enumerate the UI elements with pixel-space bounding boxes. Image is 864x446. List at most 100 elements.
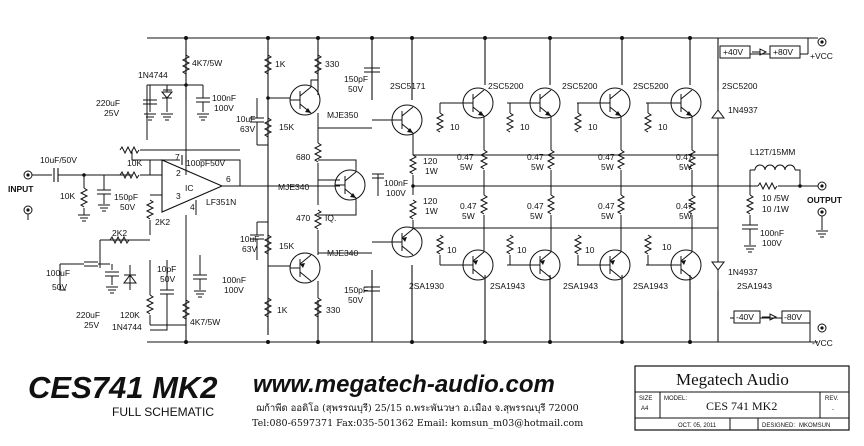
contact: Tel:080-6597371 Fax:035-501362 Email: ko… bbox=[252, 418, 583, 429]
lower-left-network bbox=[59, 199, 207, 331]
label-2sc5200-b: 2SC5200 bbox=[562, 81, 598, 91]
label-680: 680 bbox=[296, 152, 310, 162]
label-c10u-top-val: 10uF bbox=[236, 114, 255, 124]
label-diode-top: 1N4937 bbox=[728, 105, 758, 115]
label-output: OUTPUT bbox=[807, 195, 843, 205]
label-c10u-bot-v: 63V bbox=[242, 244, 257, 254]
tb-rev-label: REV. bbox=[825, 396, 839, 402]
label-047-lc: 0.47 bbox=[598, 201, 615, 211]
label-c100n-bot-val: 100nF bbox=[222, 275, 246, 285]
label-c100u-val: 100uF bbox=[46, 268, 70, 278]
label-c10u-bot-val: 10uF bbox=[240, 234, 259, 244]
label-r10-c: 10 bbox=[588, 122, 598, 132]
label-r10-5w: 10 /5W bbox=[762, 193, 789, 203]
label-047-ud: 0.47 bbox=[676, 152, 693, 162]
tb-size-label: SIZE bbox=[639, 396, 652, 402]
label-047-lb: 0.47 bbox=[527, 201, 544, 211]
label-5w-uc: 5W bbox=[601, 162, 614, 172]
model-title: CES741 MK2 bbox=[28, 370, 218, 405]
supply-rails bbox=[147, 36, 818, 344]
output-stage bbox=[372, 104, 750, 258]
label-minus-vcc: -VCC bbox=[812, 338, 833, 348]
label-2sa1943-b: 2SA1943 bbox=[563, 281, 598, 291]
output-network bbox=[742, 164, 829, 253]
label-470: 470 bbox=[296, 213, 310, 223]
label-ic-pin6: 6 bbox=[226, 174, 231, 184]
label-ic-pin7: 7 bbox=[175, 152, 180, 162]
label-c100n-out-v: 100V bbox=[762, 238, 782, 248]
label-330-top: 330 bbox=[325, 59, 339, 69]
label-c100n-top-v: 100V bbox=[214, 103, 234, 113]
label-r10-b: 10 bbox=[520, 122, 530, 132]
label-10k-fb: 10K bbox=[127, 158, 142, 168]
label-2sa1930: 2SA1930 bbox=[409, 281, 444, 291]
label-plus80: +80V bbox=[773, 47, 793, 57]
label-c100n-top-val: 100nF bbox=[212, 93, 236, 103]
label-2k2-a: 2K2 bbox=[155, 217, 170, 227]
label-c150p-top-val: 150pF bbox=[344, 74, 368, 84]
label-330-bot: 330 bbox=[326, 305, 340, 315]
label-2sa1943-c: 2SA1943 bbox=[633, 281, 668, 291]
input-stage bbox=[23, 168, 162, 222]
label-c10u50-in: 10uF/50V bbox=[40, 155, 77, 165]
label-c150p-bot-val: 150pF bbox=[344, 285, 368, 295]
label-c100u-v: 50V bbox=[52, 282, 67, 292]
label-5w-lb: 5W bbox=[530, 211, 543, 221]
upper-output-transistors bbox=[436, 87, 725, 186]
supply-labels bbox=[719, 37, 827, 333]
label-5w-lc: 5W bbox=[601, 211, 614, 221]
label-zener-top: 1N4744 bbox=[138, 70, 168, 80]
label-ic-pin2: 2 bbox=[176, 168, 181, 178]
label-1k-top: 1K bbox=[275, 59, 286, 69]
tb-size-value: A4 bbox=[641, 406, 649, 412]
tb-designer: MKOMSUN bbox=[799, 423, 830, 429]
tb-designed-label: DESIGNED: bbox=[762, 423, 795, 429]
label-diode-bot: 1N4937 bbox=[728, 267, 758, 277]
label-r10-a: 10 bbox=[450, 122, 460, 132]
label-r120-a: 120 bbox=[423, 156, 437, 166]
label-15k-top: 15K bbox=[279, 122, 294, 132]
label-c150p-in-val: 150pF bbox=[114, 192, 138, 202]
label-minus40: -40V bbox=[736, 312, 754, 322]
label-r10-la: 10 bbox=[447, 245, 457, 255]
label-5w-la: 5W bbox=[462, 211, 475, 221]
label-2k2-b: 2K2 bbox=[112, 228, 127, 238]
tb-rev-value: - bbox=[832, 407, 834, 413]
label-047-ub: 0.47 bbox=[527, 152, 544, 162]
label-c10p-v: 50V bbox=[160, 274, 175, 284]
label-5w-ua: 5W bbox=[460, 162, 473, 172]
label-c150p-in-v: 50V bbox=[120, 202, 135, 212]
label-plus-vcc: +VCC bbox=[810, 51, 833, 61]
label-1w-a: 1W bbox=[425, 166, 438, 176]
address: ฌก้าพีด ออดิโอ (สุพรรณบุรี) 25/15 ถ.พระพ… bbox=[256, 402, 579, 414]
label-c10p-val: 10pF bbox=[157, 264, 176, 274]
label-r120-b: 120 bbox=[423, 196, 437, 206]
label-mje340-bot: MJE340 bbox=[327, 248, 358, 258]
website: www.megatech-audio.com bbox=[253, 371, 555, 398]
tb-company: Megatech Audio bbox=[676, 370, 789, 389]
label-15k-bot: 15K bbox=[279, 241, 294, 251]
tb-model-value: CES 741 MK2 bbox=[706, 399, 777, 413]
label-minus80: -80V bbox=[784, 312, 802, 322]
compensation-caps bbox=[364, 67, 380, 292]
label-2sc5200-d: 2SC5200 bbox=[722, 81, 758, 91]
label-4k7-top: 4K7/5W bbox=[192, 58, 222, 68]
label-047-ua: 0.47 bbox=[457, 152, 474, 162]
label-ic-pin3: 3 bbox=[176, 191, 181, 201]
label-2sc5200-a: 2SC5200 bbox=[488, 81, 524, 91]
label-4k7-bot: 4K7/5W bbox=[190, 317, 220, 327]
label-mje340-mid: MJE340 bbox=[278, 182, 309, 192]
label-r10-lb: 10 bbox=[517, 245, 527, 255]
label-c10u-top-v: 63V bbox=[240, 124, 255, 134]
title-block bbox=[634, 365, 850, 431]
label-zener-bot: 1N4744 bbox=[112, 322, 142, 332]
label-120k: 120K bbox=[120, 310, 140, 320]
label-c100p-fb: 100pF50V bbox=[186, 158, 226, 168]
label-c220-top-v: 25V bbox=[104, 108, 119, 118]
label-c100n-bot-v: 100V bbox=[224, 285, 244, 295]
lower-output-transistors bbox=[436, 186, 725, 290]
label-c220-bot-val: 220uF bbox=[76, 310, 100, 320]
label-047-uc: 0.47 bbox=[598, 152, 615, 162]
